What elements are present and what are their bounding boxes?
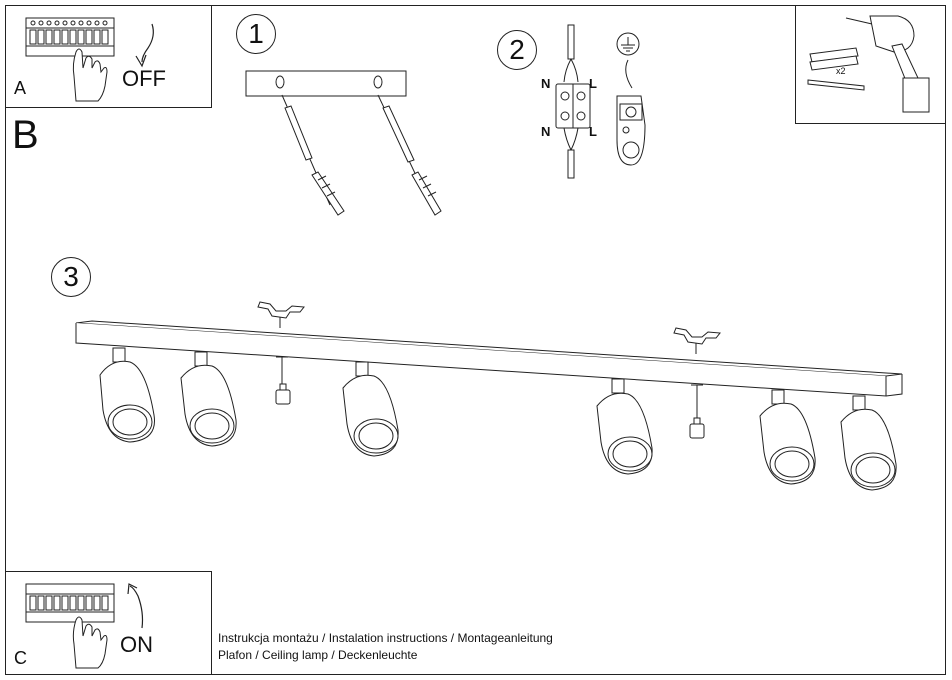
spotlight-6 [840,395,897,491]
panel-a-letter: A [14,78,27,98]
panel-c-power-on: C ON [5,571,212,675]
tools-panel: x2 [795,5,946,124]
spotlight-3 [342,361,399,457]
wire-label-n-bottom: N [541,124,551,139]
mounting-plate-step1 [245,70,442,216]
on-label: ON [120,632,153,657]
ceiling-rail [75,320,903,397]
drill-icon [845,15,930,113]
mounting-bracket-right [673,327,721,354]
panel-a-power-off: A OFF [5,5,212,108]
bolt-left [275,356,291,405]
step-3-number: 3 [51,257,91,297]
spotlight-5 [759,389,816,485]
hand-icon [72,48,108,102]
caption-instructions: Instrukcja montażu / Instalation instruc… [218,631,553,645]
wiring-terminal [555,24,591,179]
bolt-right [689,384,705,439]
arrow-down-icon [141,23,154,63]
screw-count: x2 [836,66,846,76]
hand-icon [72,616,108,669]
step-1-number: 1 [236,14,276,54]
diagram-frame [5,5,946,675]
off-label: OFF [122,66,166,91]
breaker-panel-icon [25,583,144,669]
spotlight-2 [180,351,237,447]
arrow-up-icon [129,585,144,629]
wire-label-n-top: N [541,76,551,91]
mounting-bracket-left [257,301,305,328]
panel-b-letter: B [12,113,39,157]
wire-label-l-bottom: L [589,124,597,139]
wire-label-l-top: L [589,76,597,91]
breaker-panel-icon [25,17,154,102]
caption-product: Plafon / Ceiling lamp / Deckenleuchte [218,648,418,662]
step-2-number: 2 [497,30,537,70]
wall-plug-icon [809,47,859,71]
ground-terminal [616,32,646,166]
screw-icon [807,79,865,91]
panel-c-letter: C [14,648,27,668]
spotlight-1 [99,347,155,443]
spotlight-4 [596,378,653,475]
